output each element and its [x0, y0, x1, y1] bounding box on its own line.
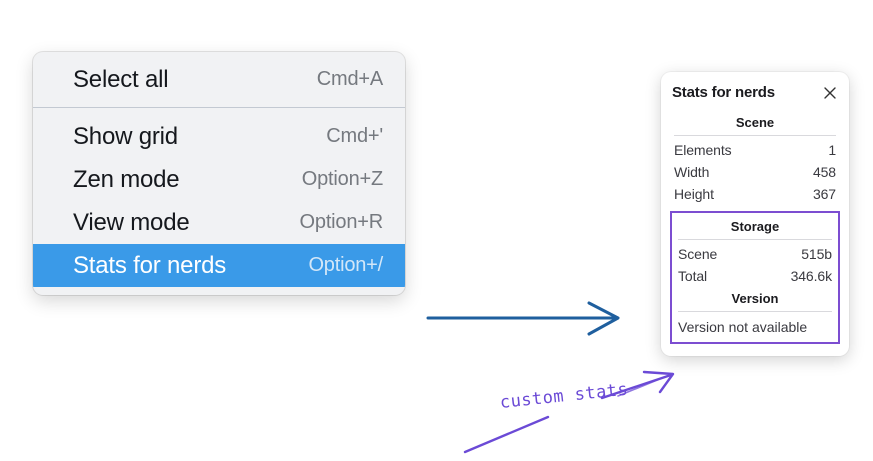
menu-item-shortcut: Option+R — [299, 211, 384, 233]
close-icon[interactable] — [822, 85, 838, 101]
blue-arrow-icon — [426, 301, 620, 336]
scene-section-heading: Scene — [735, 115, 775, 130]
section-rule — [678, 311, 832, 312]
menu-item-label: View mode — [73, 208, 190, 236]
row-key: Elements — [674, 142, 732, 158]
table-row: Width 458 — [672, 161, 838, 183]
menu-item-view-mode[interactable]: View mode Option+R — [33, 201, 405, 244]
menu-group-view: Show grid Cmd+' Zen mode Option+Z View m… — [33, 115, 405, 287]
menu-item-shortcut: Option+/ — [308, 254, 383, 276]
scene-section: Scene Elements 1 Width 458 Height 367 — [672, 111, 838, 205]
table-row: Height 367 — [672, 183, 838, 205]
menu-item-shortcut: Option+Z — [301, 168, 383, 190]
annotation-label-custom-stats: custom stats — [498, 379, 630, 413]
menu-item-label: Zen mode — [73, 165, 180, 193]
menu-item-label: Select all — [73, 65, 169, 93]
row-value: 346.6k — [790, 268, 833, 284]
row-value: 458 — [812, 164, 836, 180]
stats-panel-title: Stats for nerds — [672, 84, 775, 101]
custom-stats-block: Storage Scene 515b Total 346.6k Version … — [670, 211, 840, 344]
menu-item-select-all[interactable]: Select all Cmd+A — [33, 58, 405, 101]
table-row: Scene 515b — [676, 243, 834, 265]
menu-divider — [33, 107, 405, 108]
section-rule — [678, 239, 832, 240]
table-row: Total 346.6k — [676, 265, 834, 287]
menu-group-selection: Select all Cmd+A — [33, 58, 405, 101]
row-key: Total — [678, 268, 708, 284]
stats-for-nerds-panel[interactable]: Stats for nerds Scene Elements 1 Width 4… — [661, 72, 849, 356]
storage-section: Storage Scene 515b Total 346.6k — [676, 215, 834, 287]
table-row: Elements 1 — [672, 139, 838, 161]
row-key: Width — [674, 164, 710, 180]
menu-item-label: Show grid — [73, 122, 178, 150]
row-key: Scene — [678, 246, 718, 262]
menu-item-zen-mode[interactable]: Zen mode Option+Z — [33, 158, 405, 201]
version-value: Version not available — [678, 319, 808, 335]
storage-section-heading: Storage — [730, 219, 780, 234]
stats-panel-header: Stats for nerds — [672, 84, 838, 101]
row-value: 367 — [812, 186, 836, 202]
canvas-context-menu[interactable]: Select all Cmd+A Show grid Cmd+' Zen mod… — [33, 52, 405, 295]
row-key: Height — [674, 186, 714, 202]
menu-item-shortcut: Cmd+A — [316, 68, 383, 90]
version-section: Version Version not available — [676, 287, 834, 337]
row-value: 1 — [828, 142, 836, 158]
menu-item-label: Stats for nerds — [73, 251, 227, 279]
purple-underline-stroke — [463, 415, 550, 454]
menu-item-show-grid[interactable]: Show grid Cmd+' — [33, 115, 405, 158]
row-value: 515b — [801, 246, 832, 262]
menu-item-shortcut: Cmd+' — [326, 125, 383, 147]
section-rule — [674, 135, 836, 136]
version-section-heading: Version — [731, 291, 779, 306]
menu-item-stats-for-nerds[interactable]: Stats for nerds Option+/ — [33, 244, 405, 287]
